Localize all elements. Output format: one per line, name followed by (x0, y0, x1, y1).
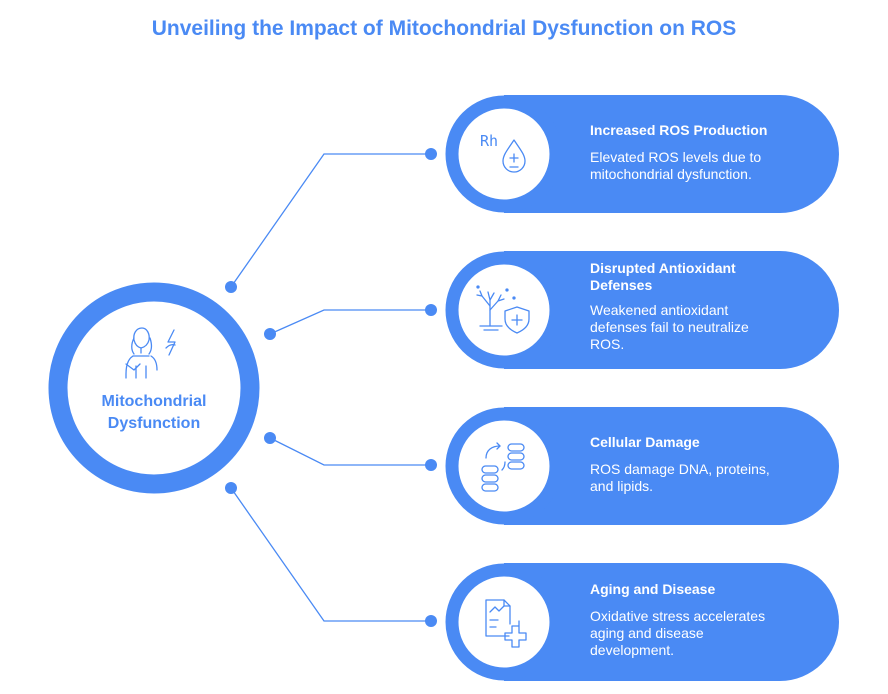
center-label-line1: Mitochondrial (101, 393, 207, 410)
connector-2 (269, 309, 431, 335)
pill-4 (504, 563, 839, 681)
pill-3 (504, 407, 839, 525)
rh-label: Rh (480, 132, 498, 150)
item-title: Cellular Damage (590, 434, 700, 450)
item-disrupted-defenses: Disrupted Antioxidant Defenses Weakened … (590, 260, 800, 353)
icon-circle-2 (445, 251, 563, 369)
connector-dot (264, 328, 276, 340)
connector-dot (425, 459, 437, 471)
item-title: Disrupted Antioxidant Defenses (590, 260, 736, 293)
connector-dot (425, 615, 437, 627)
item-description: Elevated ROS levels due to mitochondrial… (590, 149, 762, 182)
connector-dots (225, 148, 437, 627)
connector-dot (425, 148, 437, 160)
connector-dot (225, 281, 237, 293)
item-description: ROS damage DNA, proteins, and lipids. (590, 461, 770, 494)
icon-circles (445, 95, 563, 681)
connector-dot (225, 482, 237, 494)
connector-dot (264, 432, 276, 444)
connector-4 (230, 487, 431, 622)
center-node (48, 282, 260, 494)
pills (504, 95, 839, 681)
center-label-line2: Dysfunction (107, 415, 201, 432)
item-title: Increased ROS Production (590, 122, 768, 138)
medical-report-icon (485, 599, 527, 648)
tree-shield-icon (476, 285, 530, 334)
connectors (230, 153, 431, 622)
item-title: Aging and Disease (590, 581, 716, 597)
item-aging-disease: Aging and Disease Oxidative stress accel… (590, 581, 800, 659)
rh-drop-icon: Rh (480, 132, 526, 173)
person-lightning-icon (125, 327, 176, 379)
center-label: Mitochondrial Dysfunction (74, 391, 234, 435)
connector-dot (425, 304, 437, 316)
database-transfer-icon (481, 442, 525, 492)
center-ring (48, 282, 260, 494)
connector-3 (269, 437, 431, 466)
connector-1 (230, 153, 431, 288)
icon-circle-4 (445, 563, 563, 681)
item-cellular-damage: Cellular Damage ROS damage DNA, proteins… (590, 434, 800, 495)
page-title: Unveiling the Impact of Mitochondrial Dy… (151, 17, 737, 40)
item-description: Weakened antioxidant defenses fail to ne… (590, 302, 749, 352)
pill-1 (504, 95, 839, 213)
item-description: Oxidative stress accelerates aging and d… (590, 608, 766, 658)
item-increased-ros: Increased ROS Production Elevated ROS le… (590, 122, 800, 183)
pill-2 (504, 251, 839, 369)
icon-circle-1 (445, 95, 563, 213)
